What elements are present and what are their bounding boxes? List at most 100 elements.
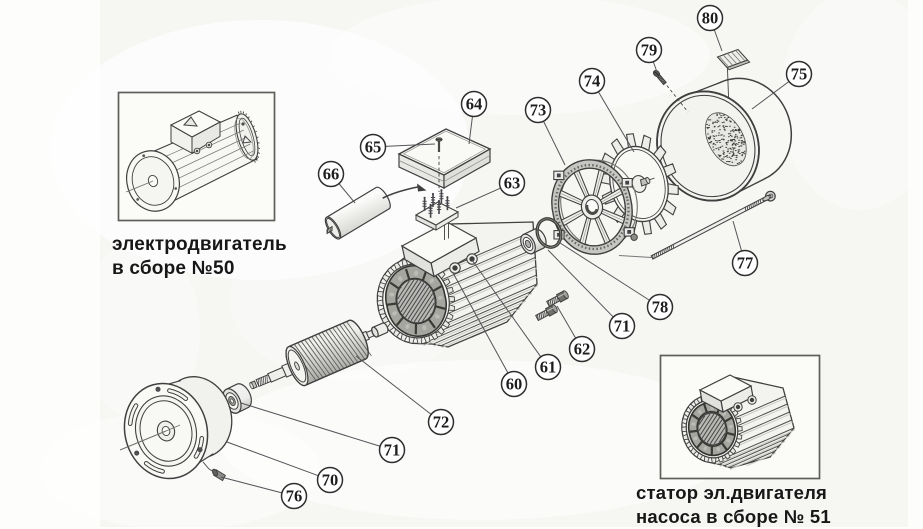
leader-line bbox=[220, 476, 283, 494]
callout-circle bbox=[731, 249, 759, 277]
terminal-cover-drawing bbox=[397, 128, 492, 192]
stator-assembly-label: статор эл.двигателя насоса в сборе № 51 bbox=[636, 481, 831, 529]
motor-assembly-label-line2: в сборе №50 bbox=[112, 258, 235, 279]
callout-72-rotor: 72 bbox=[355, 355, 455, 436]
leader-line bbox=[455, 187, 501, 209]
callout-circle bbox=[534, 353, 562, 381]
callout-number: 73 bbox=[530, 101, 547, 120]
callout-circle bbox=[498, 169, 526, 197]
rear-bearing-and-oring-drawing bbox=[520, 217, 563, 255]
leader-line bbox=[556, 305, 577, 339]
callout-circle bbox=[316, 466, 344, 494]
callout-circle bbox=[317, 160, 345, 188]
leader-line bbox=[597, 91, 635, 153]
callout-65-cover-screw: 65 bbox=[359, 133, 436, 161]
callout-number: 66 bbox=[323, 165, 340, 184]
leader-line bbox=[452, 271, 509, 374]
front-end-shield-drawing bbox=[119, 376, 233, 482]
stator-assembly-label-line1: статор эл.двигателя bbox=[636, 482, 828, 503]
main-exploded-view bbox=[119, 48, 793, 482]
screw-65-drawing bbox=[435, 137, 443, 192]
callout-circle bbox=[280, 482, 308, 510]
callout-76-flange-screw: 76 bbox=[220, 476, 308, 510]
leader-line bbox=[355, 355, 432, 415]
callout-66-capacitor: 66 bbox=[317, 160, 356, 204]
callout-number: 78 bbox=[652, 298, 669, 317]
callout-number: 77 bbox=[737, 254, 754, 273]
stator-assembly-label-line2: насоса в сборе № 51 bbox=[636, 506, 831, 527]
callout-number: 72 bbox=[433, 413, 450, 432]
callout-number: 63 bbox=[504, 174, 521, 193]
callout-number: 76 bbox=[286, 487, 303, 506]
callout-75-fan-cover: 75 bbox=[751, 60, 813, 110]
inset-stator-assembly bbox=[659, 354, 821, 480]
screw-76-drawing bbox=[202, 461, 226, 482]
callout-63-terminal-block: 63 bbox=[455, 169, 526, 209]
callout-number: 64 bbox=[466, 95, 483, 114]
callout-circle bbox=[378, 436, 406, 464]
stator-housing-drawing bbox=[376, 221, 539, 349]
terminal-block-drawing bbox=[414, 189, 460, 231]
leader-line bbox=[713, 29, 723, 52]
motor-assembly-label: электродвигатель в сборе №50 bbox=[112, 233, 287, 281]
leader-line bbox=[751, 81, 790, 110]
callout-number: 62 bbox=[574, 340, 591, 359]
leader-line bbox=[468, 116, 473, 145]
leader-line bbox=[471, 259, 542, 358]
callout-number: 80 bbox=[702, 9, 719, 28]
leader-line bbox=[385, 143, 436, 147]
leader-line bbox=[240, 402, 381, 447]
callout-number: 74 bbox=[584, 72, 601, 91]
leader-line bbox=[543, 121, 566, 166]
callout-circle bbox=[500, 370, 528, 398]
leader-line bbox=[652, 61, 658, 73]
leader-line bbox=[226, 441, 319, 477]
callout-circle bbox=[646, 293, 674, 321]
callout-number: 70 bbox=[322, 471, 339, 490]
rear-end-shield-drawing bbox=[551, 159, 638, 255]
callout-circle bbox=[635, 36, 663, 64]
callout-circle bbox=[696, 4, 724, 32]
callout-number: 61 bbox=[540, 358, 557, 377]
nameplate-drawing bbox=[716, 48, 751, 98]
capacitor-drawing bbox=[324, 183, 427, 240]
callout-61-cable-gland: 61 bbox=[471, 259, 562, 381]
callout-70-front-end-shield: 70 bbox=[226, 441, 344, 494]
callout-number: 71 bbox=[384, 441, 401, 460]
callout-circle bbox=[785, 60, 813, 88]
callout-74-fan: 74 bbox=[578, 67, 635, 153]
callout-circle bbox=[608, 312, 636, 340]
callout-79-fan-cover-screw: 79 bbox=[635, 36, 663, 73]
fan-cover-drawing bbox=[656, 77, 793, 202]
callout-71-front-bearing: 71 bbox=[240, 402, 406, 464]
rotor-drawing bbox=[249, 319, 389, 390]
inset-motor-assembly bbox=[117, 91, 276, 222]
callout-circle bbox=[568, 335, 596, 363]
callout-77-tie-rod: 77 bbox=[731, 220, 759, 277]
callout-number: 65 bbox=[365, 138, 382, 157]
callout-circle bbox=[524, 96, 552, 124]
callout-71-rear-bearing: 71 bbox=[547, 249, 636, 340]
bolts-62-drawing bbox=[535, 290, 569, 322]
screw-79-drawing bbox=[652, 70, 689, 113]
leader-line bbox=[732, 220, 743, 252]
callout-62-housing-bolts: 62 bbox=[556, 305, 596, 363]
callout-circle bbox=[359, 133, 387, 161]
callout-73-rear-end-shield: 73 bbox=[524, 96, 566, 166]
motor-assembly-label-line1: электродвигатель bbox=[112, 234, 287, 255]
callout-circle bbox=[460, 90, 488, 118]
callout-80-nameplate: 80 bbox=[696, 4, 724, 52]
tie-rod-drawing bbox=[618, 190, 776, 260]
leader-line bbox=[556, 240, 650, 301]
callout-layer: 60 61 62 63 64 65 66 70 71 72 73 74 75 76 77 78 71 79 80 bbox=[220, 4, 813, 510]
callout-60-stator-housing: 60 bbox=[452, 271, 528, 398]
leader-line bbox=[338, 183, 356, 204]
callout-circle bbox=[578, 67, 606, 95]
callout-78-o-ring: 78 bbox=[556, 240, 674, 321]
callout-64-terminal-box-cover: 64 bbox=[460, 90, 488, 145]
callout-number: 60 bbox=[506, 375, 523, 394]
callout-number: 71 bbox=[614, 317, 631, 336]
callout-number: 75 bbox=[791, 65, 808, 84]
